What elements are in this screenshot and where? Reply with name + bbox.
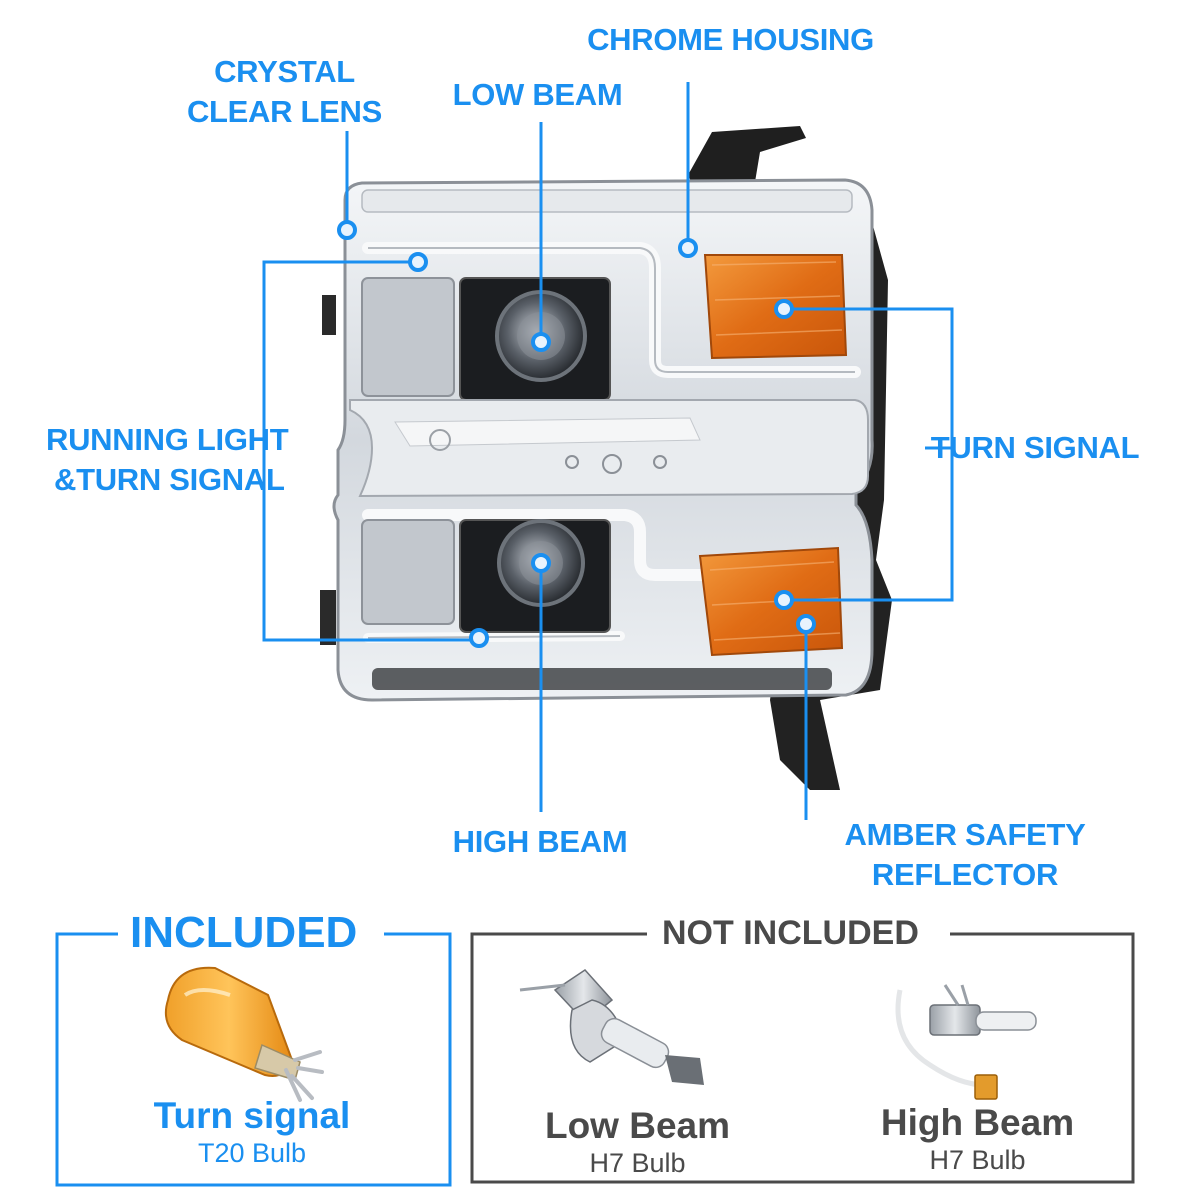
dot-running-light-lower xyxy=(469,628,489,648)
included-title: INCLUDED xyxy=(120,906,368,960)
included-bulb-label: Turn signal T20 Bulb xyxy=(97,1095,407,1169)
high-beam-bulb-name: High Beam xyxy=(880,1102,1075,1143)
included-bulb-type: T20 Bulb xyxy=(197,1138,307,1168)
leader-running-light xyxy=(262,260,479,642)
dot-turn-signal-lower xyxy=(774,590,794,610)
callout-chrome-housing: CHROME HOUSING xyxy=(587,22,874,57)
callout-leader-lines xyxy=(262,82,954,820)
callout-high-beam: HIGH BEAM xyxy=(452,824,628,859)
callout-dots xyxy=(337,220,816,648)
callout-running-light: RUNNING LIGHT &TURN SIGNAL xyxy=(46,422,289,497)
h7-high-beam-bulb-picture xyxy=(895,984,1037,1100)
low-beam-bulb-name: Low Beam xyxy=(544,1105,731,1146)
not-included-title: NOT INCLUDED xyxy=(650,912,931,954)
leader-turn-signal xyxy=(784,307,954,602)
callout-low-beam: LOW BEAM xyxy=(452,77,623,112)
high-beam-bulb-label: High Beam H7 Bulb xyxy=(855,1102,1100,1176)
dot-amber-reflector xyxy=(796,614,816,634)
callout-amber-reflector: AMBER SAFETY REFLECTOR xyxy=(844,817,1086,892)
dot-high-beam xyxy=(531,553,551,573)
included-box-frame xyxy=(55,932,452,1187)
not-included-box-frame xyxy=(470,932,1135,1184)
h7-low-beam-bulb-picture xyxy=(519,969,704,1085)
high-beam-bulb-type: H7 Bulb xyxy=(929,1145,1026,1175)
low-beam-bulb-label: Low Beam H7 Bulb xyxy=(515,1105,760,1179)
callout-turn-signal: TURN SIGNAL xyxy=(930,430,1140,465)
dot-chrome-housing xyxy=(678,238,698,258)
dot-crystal-clear-lens xyxy=(337,220,357,240)
t20-bulb-picture xyxy=(164,966,324,1102)
dot-turn-signal-upper xyxy=(774,299,794,319)
callout-crystal-clear-lens: CRYSTAL CLEAR LENS xyxy=(186,54,383,129)
dot-low-beam xyxy=(531,332,551,352)
low-beam-bulb-type: H7 Bulb xyxy=(589,1148,686,1178)
included-bulb-name: Turn signal xyxy=(153,1095,351,1136)
dot-running-light-upper xyxy=(408,252,428,272)
